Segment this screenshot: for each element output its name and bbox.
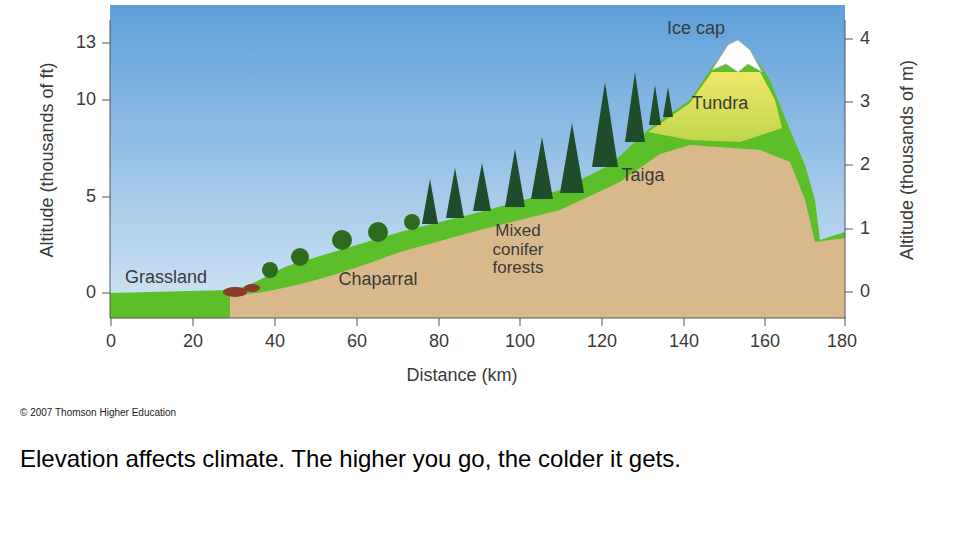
- tick-label: 4: [860, 29, 870, 49]
- ice-cap: [712, 40, 762, 72]
- tick-label: 0: [86, 283, 96, 303]
- tick-label: 0: [106, 332, 116, 352]
- tick-label: 80: [429, 332, 449, 352]
- chaparral-bushes: [262, 214, 420, 278]
- zone-label: Tundra: [692, 94, 748, 114]
- tick-label: 10: [76, 90, 96, 110]
- tick-label: 140: [669, 332, 699, 352]
- zone-label: Grassland: [125, 268, 207, 288]
- tick-label: 160: [750, 332, 780, 352]
- zone-label: Mixed conifer forests: [478, 222, 558, 278]
- zone-label: Taiga: [621, 166, 664, 186]
- tick-label: 1: [860, 219, 870, 239]
- zone-label: Ice cap: [667, 19, 725, 39]
- tick-label: 5: [86, 187, 96, 207]
- tick-label: 20: [183, 332, 203, 352]
- shrubs: [223, 284, 260, 297]
- tick-label: 0: [860, 282, 870, 302]
- mountain-surface: [110, 40, 845, 318]
- sky: [110, 5, 845, 318]
- tick-label: 120: [587, 332, 617, 352]
- tick-label: 100: [505, 332, 535, 352]
- axis-title: Altitude (thousands of m): [898, 60, 918, 260]
- tick-label: 13: [76, 33, 96, 53]
- axes: [102, 20, 853, 326]
- conifer-trees: [422, 72, 673, 224]
- axis-title: Distance (km): [406, 366, 517, 386]
- caption: Elevation affects climate. The higher yo…: [20, 446, 681, 472]
- tick-label: 2: [860, 155, 870, 175]
- axis-title: Altitude (thousands of ft): [38, 62, 58, 257]
- tick-label: 40: [265, 332, 285, 352]
- copyright-note: © 2007 Thomson Higher Education: [20, 407, 176, 418]
- tick-label: 180: [827, 332, 857, 352]
- tick-label: 60: [347, 332, 367, 352]
- tundra-zone: [648, 72, 782, 142]
- zone-label: Chaparral: [338, 270, 417, 290]
- tick-label: 3: [860, 92, 870, 112]
